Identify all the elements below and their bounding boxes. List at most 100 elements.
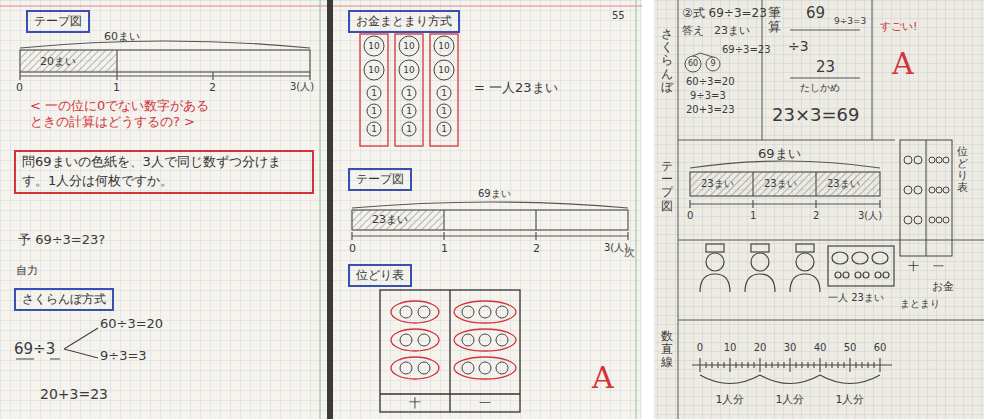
page-number: 55 [612,10,625,22]
place-value-table-part [380,393,520,394]
quantity-label: 60まい [104,30,140,43]
left-tape-diagram-part [20,72,310,80]
paper-part [0,0,327,419]
problem-box: 問69まいの色紙を、3人で同じ数ずつ分けます。1人分は何枚ですか。 [14,150,314,194]
people-figures-part [751,244,769,252]
right-page-rules-part [685,56,701,72]
expression: 20+3=23 [686,104,735,116]
right-tape-diagram-part [815,172,816,196]
check-label: たしかめ [800,82,840,94]
division-note: 9÷3=3 [834,16,866,27]
paper-part [333,0,642,419]
right-page-rules [678,0,984,419]
right-place-table-part [943,217,949,223]
right-page-rules-part [706,57,720,71]
paper-part [320,0,321,419]
expression: 9÷3=3 [100,348,147,364]
paper-part [333,6,642,7]
middle-tape-diagram-part [352,202,628,208]
place-value-table-part-part [400,334,412,346]
middle-tape-diagram-part [352,232,628,240]
coin-value: 1 [406,88,412,99]
people-figures-part [796,253,814,271]
people-figures-part [883,272,889,278]
cherry-branch-part [64,328,98,358]
place-value-table [380,290,520,412]
left-tape-diagram-part [20,50,310,72]
coin-columns-part-part [367,86,381,100]
axis-number: 2 [533,242,540,255]
place-value-table-part-part [454,329,516,351]
method-label: 筆算 [768,6,781,35]
people-figures-part [745,274,775,292]
coin-columns-part-part [367,122,381,136]
question-note: < 一の位に0でない数字がある ときの計算はどうするの? > [30,98,300,129]
coin-columns-part [364,36,454,136]
coin-columns-part-part [364,36,384,56]
people-figures [700,244,894,292]
cherry-branch-part [16,358,60,359]
people-figures-part [843,272,849,278]
coin-columns-part-part [437,122,451,136]
place-value-table-part-part [462,306,474,318]
paper-part [636,0,637,419]
people-figures-part [790,274,820,292]
answer-value: 23まい [714,24,750,37]
place-value-table-part-part [462,362,474,374]
coin-columns-part [430,34,458,146]
right-place-table-part [914,216,922,224]
coin-value: 1 [441,88,447,99]
people-figures-part [852,252,868,264]
note: 自力 [16,264,38,277]
quantity-label: 23まい [764,178,797,190]
right-place-table-part [943,187,949,193]
right-place-table-part [943,157,949,163]
right-page-rules-part [678,140,895,141]
coin-value: 1 [441,106,447,117]
axis-number: 1 [441,242,448,255]
axis-number: 1 [750,210,756,222]
axis-number: 0 [16,81,23,94]
middle-tape-diagram-part [352,210,444,230]
coin-columns-part-part [437,86,451,100]
right-place-table-part [904,156,912,164]
place-value-table-part [391,301,516,379]
number-line-value: 40 [814,342,827,354]
heading-box: さくらんぼ方式 [14,288,114,311]
column-head: 一 [479,396,491,410]
expression: 20+3=23 [40,386,108,403]
number-line-value: 50 [844,342,857,354]
method-label: さくらんぼ [661,28,673,94]
right-page-rules-part [872,0,873,140]
axis-number: 0 [349,242,356,255]
place-value-table-part-part [454,301,516,323]
prediction: 予 69÷3=23? [18,232,105,248]
place-value-table-part-part [391,357,439,379]
place-value-table-part-part [418,362,430,374]
people-figures-part [855,272,861,278]
quantity-label: 23まい [701,178,734,190]
axis-number: 2 [209,81,216,94]
right-tape-diagram-part [690,172,880,196]
place-value-table-part-part [418,306,430,318]
box-text: 位どり表 [356,267,404,284]
left-tape-diagram-part [20,41,310,48]
teacher-comment: すごい! [880,20,917,33]
place-value-table-part-part [462,334,474,346]
number-line-part [700,358,880,372]
people-figures-part [796,244,814,252]
box-text: さくらんぼ方式 [22,291,106,308]
coin-columns-part-part [402,86,416,100]
paper-part [642,0,654,419]
coin-value: 10 [368,41,379,52]
answer-label: 答え [682,24,704,37]
right-page-rules-part [678,0,679,419]
column-head: 十 [409,396,421,410]
right-place-table-part [900,140,952,256]
number-line-value: 30 [784,342,797,354]
place-value-table-part-part [496,306,508,318]
people-figures-part [835,272,841,278]
quantity-label: 69まい [478,188,511,200]
left-tape-diagram-part [20,50,117,72]
